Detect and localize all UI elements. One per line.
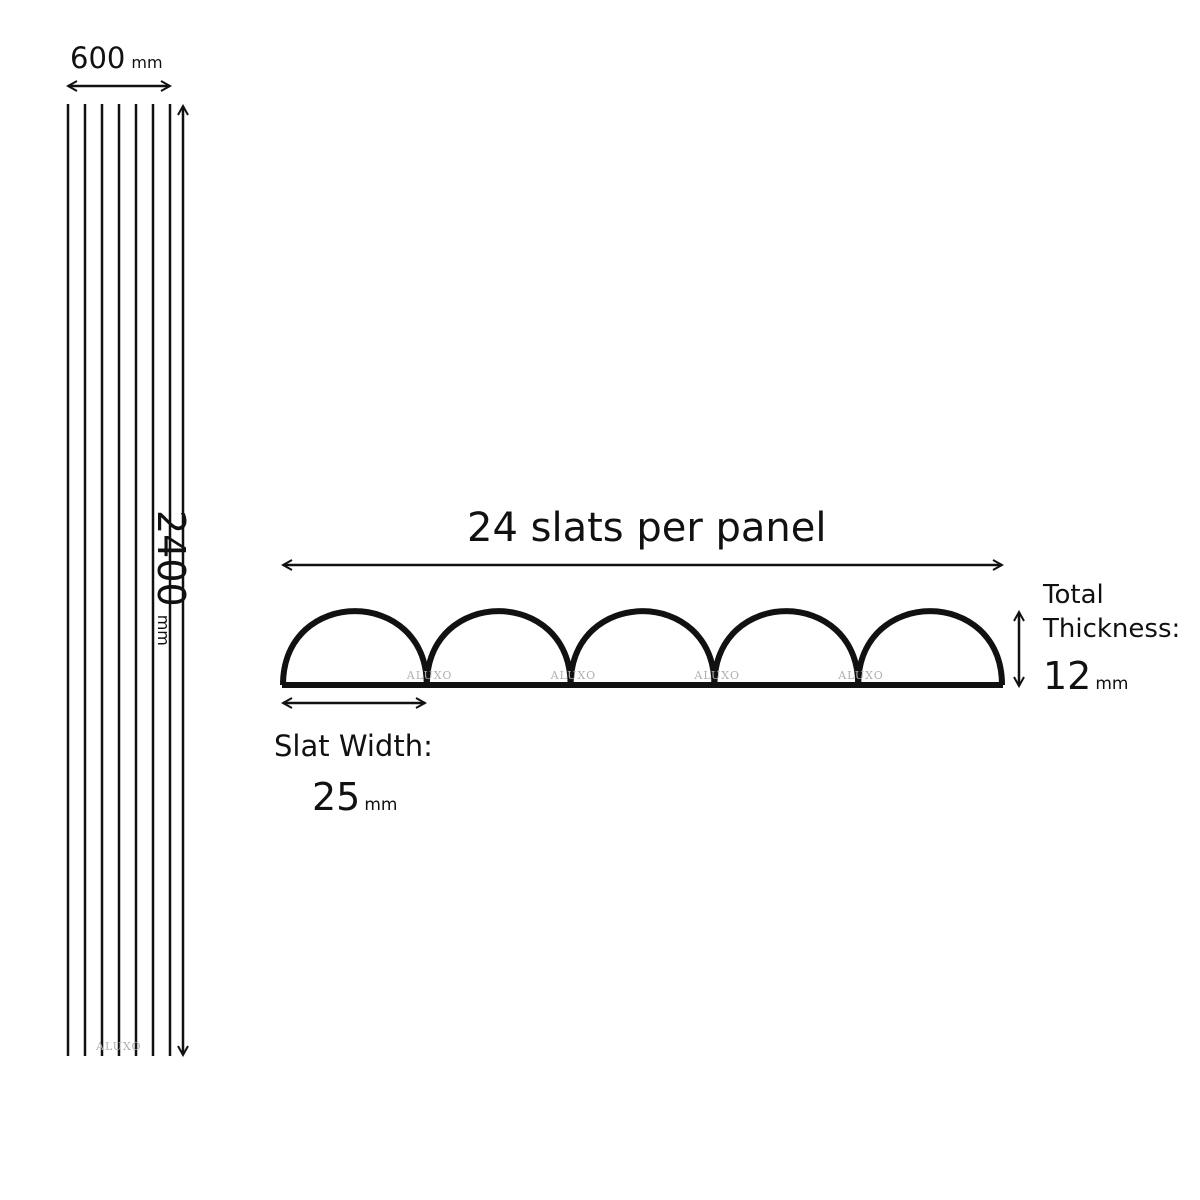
panel-height-value: 2400 — [149, 510, 193, 607]
thickness-label-line2: Thickness: — [1043, 614, 1181, 644]
panel-watermark: ALUXO — [95, 1040, 142, 1053]
profile-arches — [280, 608, 1005, 686]
slat-width-value: 25 — [312, 775, 361, 819]
panel-width-value: 600 — [70, 41, 126, 75]
slat-width-label: Slat Width: — [274, 729, 433, 763]
profile-watermark: ALUXO — [693, 669, 740, 682]
slat-width-unit: mm — [364, 795, 398, 815]
profile-arch — [567, 608, 718, 686]
profile-watermark: ALUXO — [406, 669, 453, 682]
panel-height-label: 2400 mm — [149, 510, 193, 646]
panel-width-label: 600 mm — [70, 44, 163, 73]
panel-height-unit: mm — [154, 614, 173, 646]
slats-per-panel-label: 24 slats per panel — [467, 505, 827, 551]
profile-arch — [280, 608, 430, 686]
panel-slat-lines — [66, 104, 172, 1056]
profile-arch — [423, 608, 574, 686]
thickness-value: 12 — [1043, 654, 1092, 698]
profile-arch — [855, 608, 1005, 686]
profile-watermarks: ALUXO ALUXO ALUXO ALUXO — [406, 669, 884, 682]
thickness-unit: mm — [1095, 674, 1129, 694]
thickness-label-line1: Total — [1043, 580, 1104, 610]
profile-arch — [711, 608, 862, 686]
panel-width-unit: mm — [131, 53, 163, 72]
profile-watermark: ALUXO — [550, 669, 597, 682]
profile-watermark: ALUXO — [837, 669, 884, 682]
